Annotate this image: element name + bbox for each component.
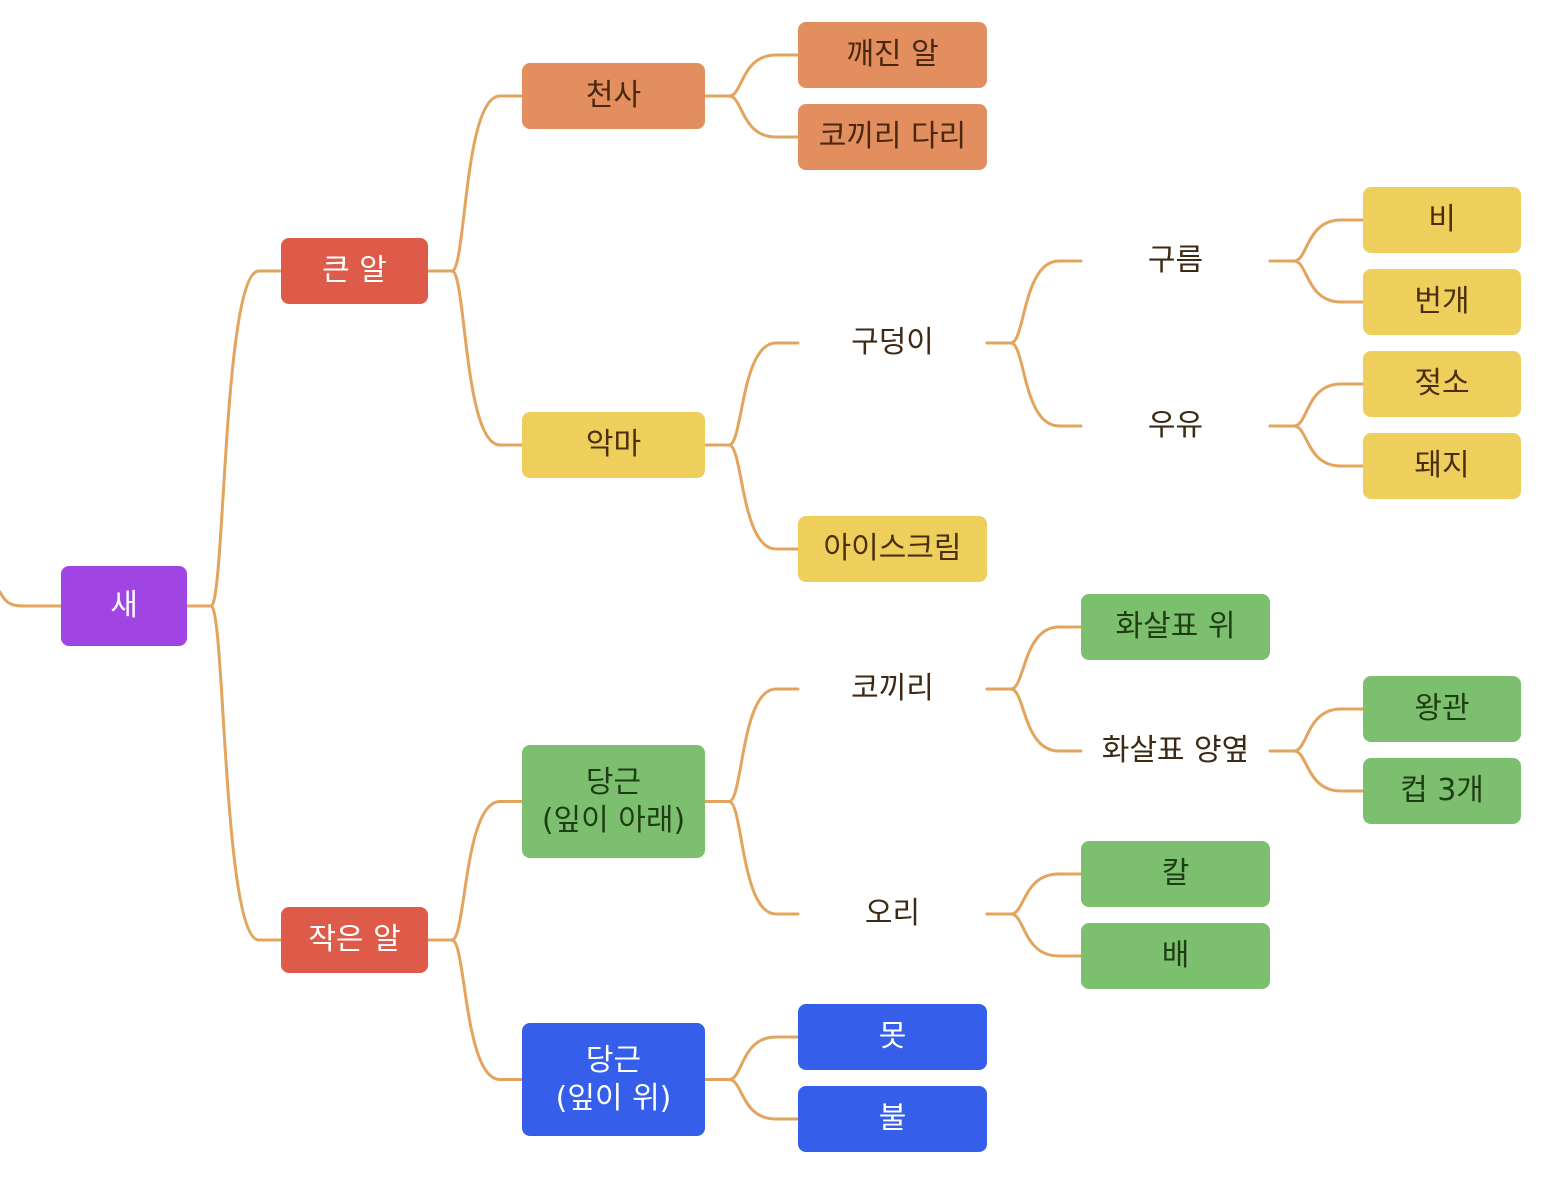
node-lightning[interactable]: 번개 (1363, 269, 1521, 335)
node-carrot-leaf-down[interactable]: 당근 (잎이 아래) (522, 745, 705, 858)
node-rain[interactable]: 비 (1363, 187, 1521, 253)
connector-angel-elephant-leg (703, 94, 800, 139)
connector-carrot-leaf-up-nail (703, 1035, 800, 1081)
connector-duck-pear (985, 912, 1083, 958)
node-pig[interactable]: 돼지 (1363, 433, 1521, 499)
node-ice-cream[interactable]: 아이스크림 (798, 516, 987, 582)
node-elephant-leg[interactable]: 코끼리 다리 (798, 104, 987, 170)
connector-milk-pig (1268, 424, 1365, 468)
connector-root-big-egg (185, 269, 283, 608)
connector-carrot-leaf-up-fire (703, 1078, 800, 1121)
node-carrot-leaf-up[interactable]: 당근 (잎이 위) (522, 1023, 705, 1136)
connector-small-egg-carrot-leaf-down (426, 800, 524, 942)
node-arrow-sides[interactable]: 화살표 양옆 (1101, 733, 1250, 769)
connector-devil-ice-cream (703, 443, 800, 551)
connector-puddle-milk (985, 341, 1083, 428)
node-cloud[interactable]: 구름 (1147, 243, 1204, 279)
node-small-egg[interactable]: 작은 알 (281, 907, 428, 973)
node-broken-egg[interactable]: 깨진 알 (798, 22, 987, 88)
node-knife[interactable]: 칼 (1081, 841, 1270, 907)
node-puddle[interactable]: 구덩이 (851, 325, 934, 361)
connector-cloud-rain (1268, 218, 1365, 263)
connector-cloud-lightning (1268, 259, 1365, 304)
connector-devil-puddle (703, 341, 800, 447)
node-angel[interactable]: 천사 (522, 63, 705, 129)
connector-root-small-egg (185, 604, 283, 942)
connector-carrot-leaf-down-duck (703, 800, 800, 916)
node-nail[interactable]: 못 (798, 1004, 987, 1070)
connector-big-egg-angel (426, 94, 524, 273)
node-elephant[interactable]: 코끼리 (851, 671, 934, 707)
connector-milk-cow (1268, 382, 1365, 428)
connector-root-stub (0, 590, 63, 608)
node-milk[interactable]: 우유 (1147, 408, 1204, 444)
connector-elephant-arrow-sides (985, 687, 1083, 753)
node-cow[interactable]: 젖소 (1363, 351, 1521, 417)
node-fire[interactable]: 불 (798, 1086, 987, 1152)
connector-big-egg-devil (426, 269, 524, 447)
node-bird[interactable]: 새 (61, 566, 187, 646)
connector-duck-knife (985, 872, 1083, 916)
connector-puddle-cloud (985, 259, 1083, 345)
node-crown[interactable]: 왕관 (1363, 676, 1521, 742)
connector-arrow-sides-three-cups (1268, 749, 1365, 793)
node-pear[interactable]: 배 (1081, 923, 1270, 989)
connector-arrow-sides-crown (1268, 707, 1365, 753)
node-three-cups[interactable]: 컵 3개 (1363, 758, 1521, 824)
node-big-egg[interactable]: 큰 알 (281, 238, 428, 304)
node-devil[interactable]: 악마 (522, 412, 705, 478)
node-arrow-up[interactable]: 화살표 위 (1081, 594, 1270, 660)
node-duck[interactable]: 오리 (864, 896, 921, 932)
connector-carrot-leaf-down-elephant (703, 687, 800, 803)
connector-angel-broken-egg (703, 53, 800, 98)
connector-elephant-arrow-up (985, 625, 1083, 691)
connector-small-egg-carrot-leaf-up (426, 938, 524, 1081)
